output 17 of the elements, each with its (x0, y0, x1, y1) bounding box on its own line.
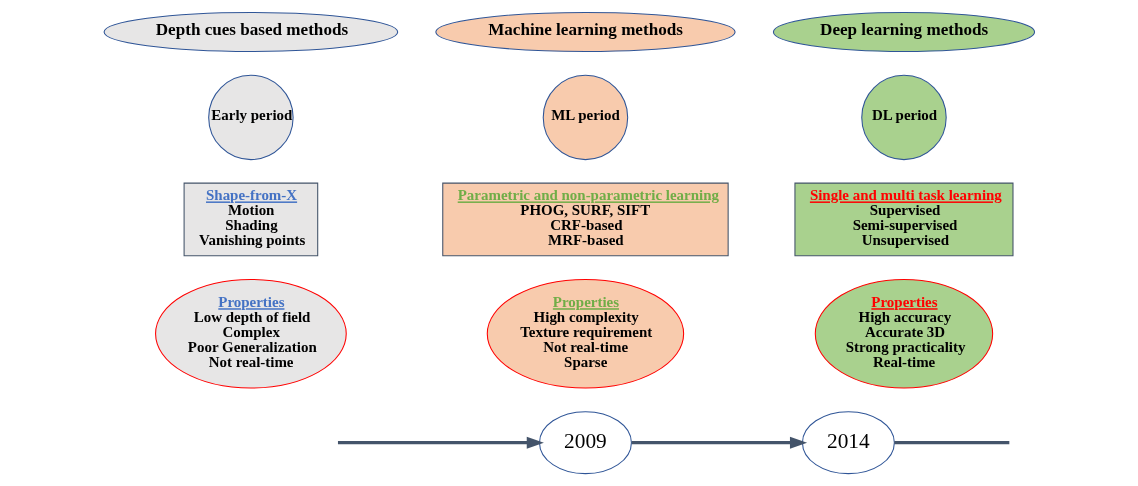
arrow (337, 436, 544, 449)
node-ellipse: Properties High accuracy Accurate 3D Strong practicality Real-time (814, 278, 993, 389)
node-circle: DL period (860, 74, 947, 161)
node-ellipse: 2014 (801, 411, 895, 475)
node-ellipse: Deep learning methods (772, 11, 1035, 53)
connector (893, 441, 1009, 445)
node-ellipse: Properties High complexity Texture requirement Not real-time Sparse (486, 278, 684, 389)
arrow (631, 436, 807, 449)
node-ellipse: Properties Low depth of field Complex Poor Generalization Not real-time (154, 278, 347, 389)
node-ellipse: Machine learning methods (434, 11, 736, 53)
node-ellipse: 2009 (538, 411, 632, 475)
node-box: Shape-from-X Motion Shading Vanishing points (183, 182, 318, 257)
node-circle: Early period (207, 74, 294, 161)
node-box: Single and multi task learning Supervised Semi-supervised Unsupervised (793, 182, 1014, 257)
node-box: Parametric and non-parametric learning PHOG, SURF, SIFT CRF-based MRF-based (441, 182, 729, 257)
node-ellipse: Depth cues based methods (103, 11, 398, 53)
node-circle: ML period (542, 74, 628, 161)
